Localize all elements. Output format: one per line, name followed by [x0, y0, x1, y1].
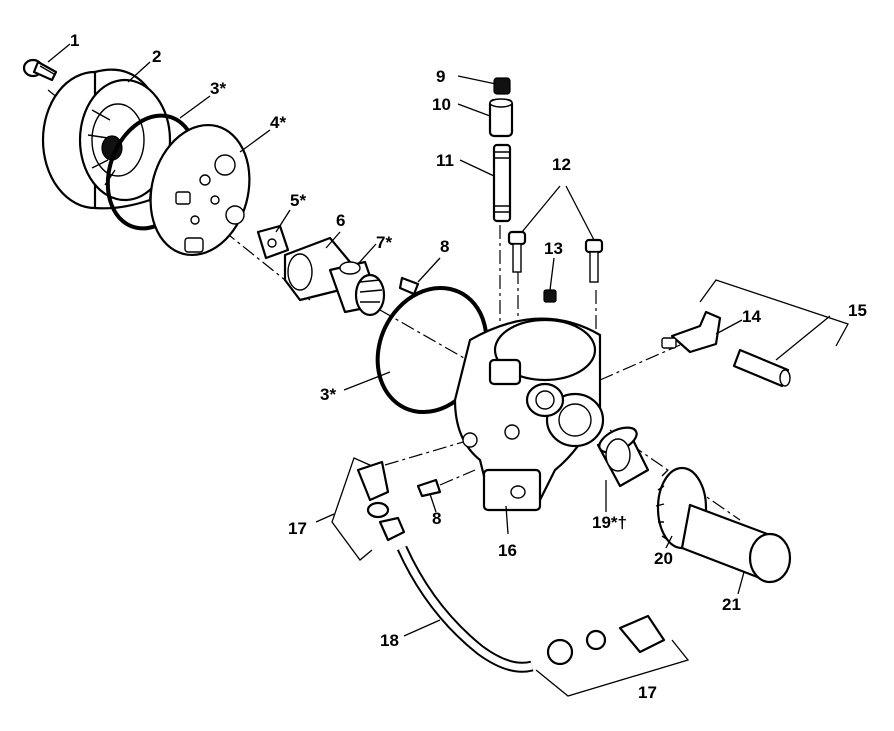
callout-11: 11	[436, 151, 454, 170]
part-17-fittings-lower	[546, 614, 666, 666]
part-13-set-screw	[543, 289, 557, 303]
callout-13: 13	[544, 239, 563, 258]
callout-19: 19*†	[592, 513, 627, 532]
callout-5: 5*	[290, 191, 306, 210]
part-5-bracket	[256, 224, 290, 260]
part-8-fitting-lower	[416, 478, 442, 498]
part-15-sleeve	[732, 348, 791, 388]
part-17-fittings-left	[356, 460, 406, 542]
callout-1: 1	[70, 31, 79, 50]
callout-17-lower: 17	[638, 683, 657, 702]
callout-18: 18	[380, 631, 399, 650]
callout-7: 7*	[376, 233, 392, 252]
bracket-parts-17-lower	[535, 639, 690, 697]
bracket-parts-14-15	[699, 279, 849, 347]
callout-17-left: 17	[288, 519, 307, 538]
callout-6: 6	[336, 211, 345, 230]
bracket-parts-17-left	[331, 457, 373, 561]
callout-9: 9	[436, 67, 445, 86]
part-11-tube	[492, 143, 512, 223]
callout-3-lower: 3*	[320, 385, 336, 404]
part-8-fitting-upper	[398, 276, 420, 296]
callout-8-lower: 8	[432, 509, 441, 528]
callout-12: 12	[552, 155, 571, 174]
part-18-hose	[396, 545, 534, 673]
part-14-elbow	[661, 310, 722, 354]
callout-14: 14	[742, 307, 761, 326]
callout-16: 16	[498, 541, 517, 560]
callout-leaders	[47, 43, 831, 637]
part-12-bolts	[507, 230, 604, 283]
callout-4: 4*	[270, 113, 286, 132]
part-1-screw	[22, 58, 58, 82]
part-19-bushing	[596, 426, 650, 488]
callout-8-upper: 8	[440, 237, 449, 256]
callout-3-top: 3*	[210, 79, 226, 98]
part-21-shaft	[680, 503, 792, 584]
callout-2: 2	[152, 47, 161, 66]
callout-labels: 1 2 3* 4* 5* 6 7* 8 9 10 11 12 13 14 15 …	[70, 31, 867, 702]
part-2-cover	[41, 68, 172, 210]
callout-20: 20	[654, 549, 673, 568]
callout-21: 21	[722, 595, 741, 614]
part-7-gear-shaft	[328, 260, 386, 317]
part-10-nut	[488, 98, 514, 138]
callout-10: 10	[432, 95, 451, 114]
part-9-cap	[493, 77, 511, 95]
part-4-plate	[149, 123, 251, 257]
callout-15: 15	[848, 301, 867, 320]
part-16-pump-body	[453, 317, 605, 512]
